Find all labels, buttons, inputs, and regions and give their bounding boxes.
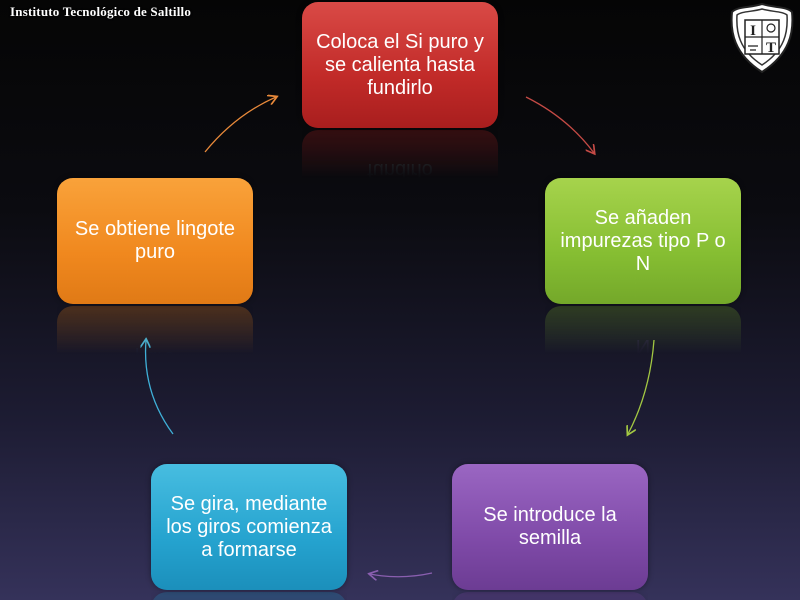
step-label: Coloca el Si puro y se calienta hasta fu… <box>316 30 484 99</box>
arrow-orange-to-red <box>204 97 276 153</box>
arrow-purple-to-blue <box>370 573 433 577</box>
svg-text:I: I <box>750 23 756 39</box>
arrow-blue-to-orange <box>146 340 174 435</box>
arrow-red-to-green <box>525 96 594 153</box>
step-rotate: Se gira, mediante los giros comienza a f… <box>151 464 347 590</box>
step-melt-silicon: Coloca el Si puro y se calienta hasta fu… <box>302 2 498 128</box>
svg-text:T: T <box>766 40 776 56</box>
step-label: Se gira, mediante los giros comienza a f… <box>166 492 332 561</box>
step-label: Se obtiene lingote puro <box>74 218 236 263</box>
arrow-green-to-purple <box>628 339 655 434</box>
step-obtain-ingot: Se obtiene lingote puro <box>57 178 253 304</box>
step-label: Se introduce la semilla <box>483 504 617 549</box>
step-label: Se añaden impurezas tipo P o N <box>560 206 726 275</box>
step-add-impurities: Se añaden impurezas tipo P o N <box>545 178 741 304</box>
institution-crest-icon: I T <box>730 2 794 74</box>
step-introduce-seed: Se introduce la semilla <box>452 464 648 590</box>
institution-name: Instituto Tecnológico de Saltillo <box>10 4 192 19</box>
